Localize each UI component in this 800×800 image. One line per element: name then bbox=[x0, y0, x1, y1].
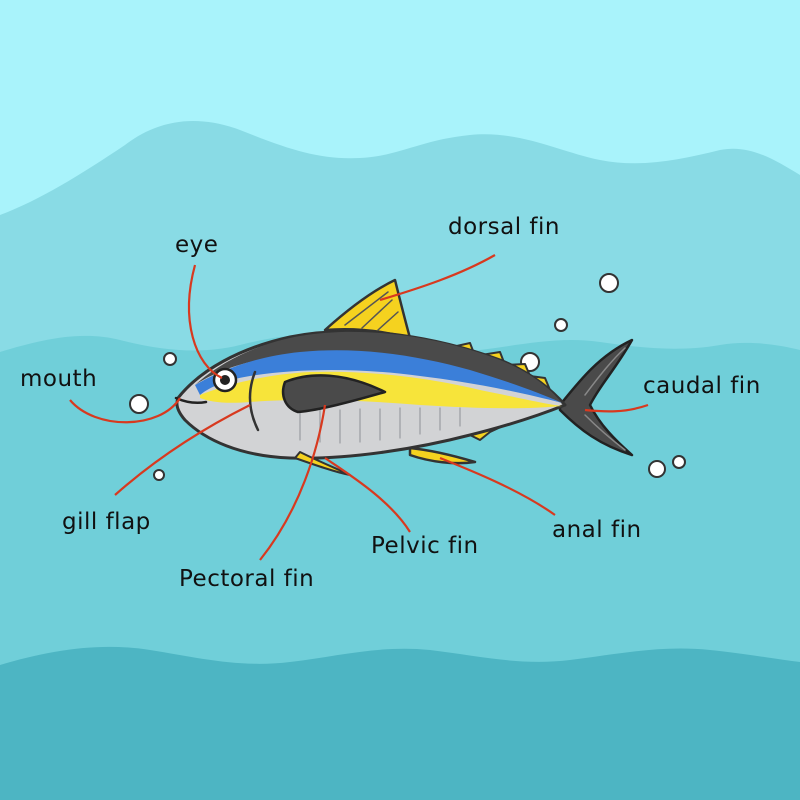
label-mouth: mouth bbox=[20, 366, 98, 392]
label-caudal-fin: caudal fin bbox=[643, 373, 761, 399]
caudal-fin-shape bbox=[558, 338, 634, 457]
label-pelvic-fin: Pelvic fin bbox=[371, 533, 479, 559]
leader-lines bbox=[69, 254, 649, 561]
leader-line-pectoral bbox=[259, 404, 327, 561]
anal-fin-shape bbox=[408, 446, 477, 465]
leader-line-pelvic bbox=[324, 457, 411, 533]
bubble bbox=[599, 273, 619, 293]
bubble bbox=[554, 318, 568, 332]
fish-back bbox=[195, 331, 562, 403]
leader-line-anal bbox=[439, 456, 556, 516]
gill-flap-shape bbox=[248, 370, 260, 432]
label-dorsal-fin: dorsal fin bbox=[448, 214, 560, 240]
pectoral-fin-shape bbox=[281, 374, 387, 414]
bubble bbox=[129, 394, 149, 414]
leader-line-mouth bbox=[69, 397, 181, 424]
label-pectoral-fin: Pectoral fin bbox=[179, 566, 315, 592]
label-eye: eye bbox=[175, 232, 219, 258]
leader-line-caudal bbox=[584, 403, 649, 413]
bubble bbox=[648, 460, 666, 478]
bubble bbox=[163, 352, 177, 366]
tuna-fish bbox=[174, 278, 634, 476]
label-anal-fin: anal fin bbox=[552, 517, 642, 543]
leader-line-dorsal bbox=[379, 254, 496, 302]
bubble bbox=[153, 469, 165, 481]
bubble bbox=[672, 455, 686, 469]
leader-line-eye bbox=[187, 264, 223, 379]
fish-blue-stripe bbox=[195, 350, 562, 403]
label-gill-flap: gill flap bbox=[62, 509, 151, 535]
leader-line-gill bbox=[114, 404, 251, 496]
deep-wave bbox=[0, 646, 800, 800]
